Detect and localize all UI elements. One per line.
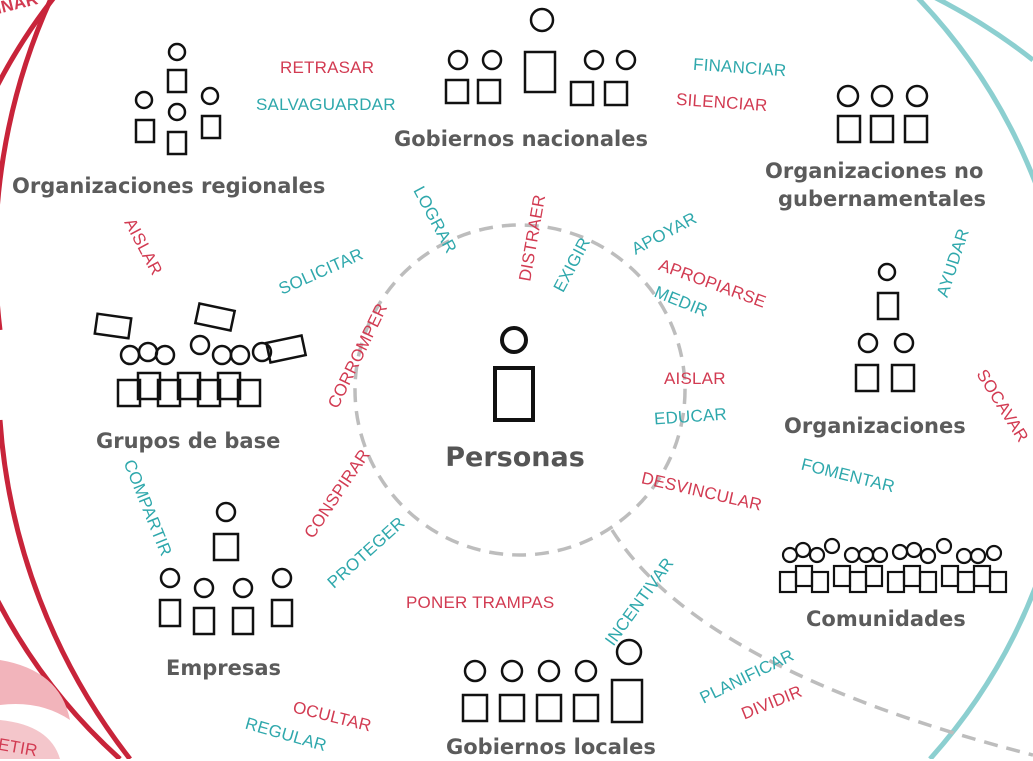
gobiernos-nacionales-icon	[444, 7, 637, 107]
label-ong-line2: gubernamentales	[778, 187, 986, 211]
label-grupos-de-base: Grupos de base	[96, 429, 281, 453]
comunidades-icon	[778, 537, 1008, 594]
personas-dashed-circle	[353, 223, 687, 557]
verb-red-poner-trampas: PONER TRAMPAS	[406, 593, 555, 612]
gobiernos-locales-icon	[461, 638, 644, 724]
label-gobiernos-nacionales: Gobiernos nacionales	[394, 127, 648, 151]
organizaciones-icon	[854, 262, 916, 393]
ong-icon	[836, 84, 929, 144]
personas-icon	[493, 326, 535, 422]
decorative-swoosh	[0, 660, 70, 720]
verb-red-retrasar: RETRASAR	[280, 58, 375, 77]
organizaciones-regionales-icon	[134, 42, 222, 156]
label-ong-line1: Organizaciones no	[765, 159, 984, 183]
personas-label: Personas	[445, 442, 585, 473]
outer-red-arc-left	[0, 0, 54, 330]
outer-teal-arc-top	[934, 0, 1033, 62]
outer-red-arc	[0, 0, 122, 759]
verb-red-aislar-center: AISLAR	[664, 369, 726, 388]
outer-teal-arc	[916, 0, 1033, 759]
outer-red-arc-left-lower	[0, 419, 132, 759]
label-gobiernos-locales: Gobiernos locales	[446, 735, 656, 759]
verb-teal-salvaguardar: SALVAGUARDAR	[256, 95, 396, 114]
label-empresas: Empresas	[166, 656, 282, 680]
empresas-icon	[158, 501, 294, 636]
label-organizaciones-regionales: Organizaciones regionales	[12, 174, 326, 198]
label-organizaciones: Organizaciones	[784, 414, 966, 438]
dashed-connector-line	[610, 529, 1033, 757]
decorative-swoosh-2	[0, 720, 60, 759]
label-comunidades: Comunidades	[806, 607, 966, 631]
grupos-de-base-icon	[93, 301, 308, 408]
